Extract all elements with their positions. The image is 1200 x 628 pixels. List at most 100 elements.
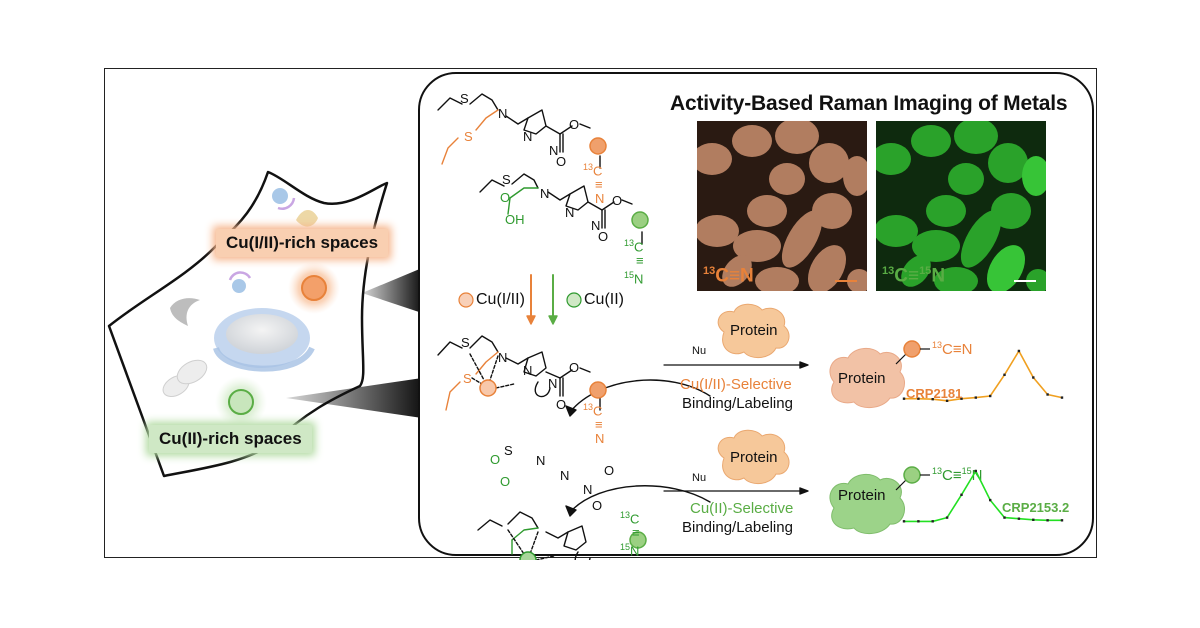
spectrum-point: [1060, 519, 1064, 522]
spectrum-point: [1060, 396, 1064, 399]
atom-label-n: N: [591, 218, 601, 233]
product-tag-label: 13C≡15N: [932, 466, 982, 484]
atom-label-n: N: [583, 482, 593, 497]
atom-label-o: O: [500, 190, 511, 205]
raman-spectrum-crp2153: [902, 469, 1064, 523]
atom-label-n: N: [498, 350, 508, 365]
cu12-site-icon: [301, 275, 327, 301]
protein-label: Protein: [730, 322, 778, 339]
cu12-bound-icon: [479, 379, 497, 397]
product-tag-label: 13C≡N: [932, 340, 972, 358]
atom-label-oh: OH: [505, 212, 525, 227]
atom-label-o: O: [612, 193, 623, 208]
isotope-sup: 13: [703, 264, 716, 277]
atom-label-s: S: [464, 129, 473, 144]
bond-label: C≡: [942, 467, 962, 484]
probe2-ball-icon: [631, 211, 649, 229]
cu12-complex-structure: [437, 335, 601, 411]
atom-label-o: O: [556, 397, 567, 412]
scale-bar: [1014, 280, 1036, 282]
probe2-complex-ball-icon: [629, 531, 647, 549]
atom-label-c: C: [593, 163, 603, 179]
spectrum-point: [931, 398, 934, 401]
probe1-nitrile: 13C ≡ N: [583, 162, 605, 207]
isotope-sup: 13: [583, 402, 594, 412]
cu2-legend-label: Cu(II): [584, 291, 624, 308]
spectrum-point: [902, 520, 906, 523]
atom-label-n: N: [595, 191, 605, 207]
spectrum-label: CRP2153.2: [1002, 500, 1070, 515]
atom-label-n: N: [560, 468, 570, 483]
isotope-sup: 13: [583, 162, 594, 172]
atom-label-s: S: [502, 172, 511, 187]
spectrum-point: [960, 493, 963, 496]
isotope-sup: 15: [961, 466, 972, 476]
spectrum-point: [917, 520, 920, 523]
atom-label-n: N: [523, 363, 533, 378]
atom-label-o: O: [592, 498, 603, 513]
raman-image-13cn: 13C≡N: [697, 121, 867, 291]
scale-bar: [835, 280, 857, 282]
raman-spectrum-crp2181: [902, 349, 1064, 402]
cu2-region-label: Cu(II)-rich spaces: [149, 425, 312, 453]
vesicle-arc-icon: [228, 271, 252, 281]
cu2-site-icon: [228, 389, 254, 415]
vesicle-icon: [272, 188, 288, 204]
chemistry-scheme: [437, 93, 809, 560]
atom-label-n: N: [630, 543, 640, 559]
atom-label-o: O: [500, 474, 511, 489]
complex1-nitrile: 13C ≡ N: [583, 402, 605, 447]
atom-label-n: N: [498, 106, 508, 121]
spectrum-point: [989, 498, 992, 502]
spectrum-point: [1003, 373, 1006, 376]
process-label: Binding/Labeling: [682, 395, 793, 412]
cu12-legend-icon: [458, 292, 474, 308]
protein-label: Protein: [838, 370, 886, 387]
atom-label-n: N: [634, 271, 644, 287]
cu2-bound-icon: [519, 551, 537, 560]
atom-label-o: O: [604, 463, 615, 478]
atom-label-s: S: [460, 91, 469, 106]
raman-image-label: 13C≡15N: [882, 265, 945, 287]
spectrum-point: [1017, 349, 1021, 353]
raman-image-13c15n: 13C≡15N: [876, 121, 1046, 291]
nucleophile-label: Nu: [692, 345, 707, 357]
mitochondria-icon: [162, 359, 208, 397]
atom-label-c: C: [630, 511, 640, 527]
probe2-nitrile: 13C ≡ 15N: [624, 238, 644, 287]
atom-label-o: O: [598, 229, 609, 244]
bond-label: C≡N: [715, 265, 754, 286]
cell-field-green: [876, 121, 1046, 291]
cu2-legend-icon: [566, 292, 582, 308]
vesicle-icon: [232, 279, 246, 293]
complex2-nitrile: 13C ≡ 15N: [620, 510, 640, 559]
spectrum-point: [1046, 393, 1049, 396]
probe1-ball-icon: [589, 137, 607, 155]
spectrum-point: [945, 516, 949, 519]
atom-label-o: O: [490, 452, 501, 467]
atom-label-s: S: [461, 335, 470, 350]
cu12-legend-label: Cu(I/II): [476, 291, 525, 308]
spectrum-point: [945, 399, 949, 402]
nucleophilic-attack-arrow: [569, 485, 711, 513]
atom-label-o: O: [556, 154, 567, 169]
atom-label-n: N: [549, 143, 559, 158]
atom-label-o: O: [569, 360, 580, 375]
bond-label: N: [931, 265, 946, 286]
isotope-sup: 13: [624, 238, 635, 248]
spectrum-point: [931, 520, 934, 523]
selectivity-label: Cu(II)-Selective: [690, 500, 794, 517]
golgi-icon: [296, 209, 318, 227]
isotope-sup: 13: [932, 466, 943, 476]
atom-label-c: C: [634, 239, 644, 255]
bond-label: C≡N: [942, 341, 973, 358]
atom-label-n: N: [595, 431, 605, 447]
vesicle-arc-icon: [277, 197, 296, 210]
spectrum-point: [974, 469, 977, 473]
spectrum-point: [1017, 517, 1021, 520]
atom-label-s: S: [504, 443, 513, 458]
cell-field-orange: [697, 121, 867, 291]
isotope-sup: 15: [624, 270, 635, 281]
bond-label: C≡: [894, 265, 920, 286]
isotope-sup: 15: [919, 264, 932, 277]
